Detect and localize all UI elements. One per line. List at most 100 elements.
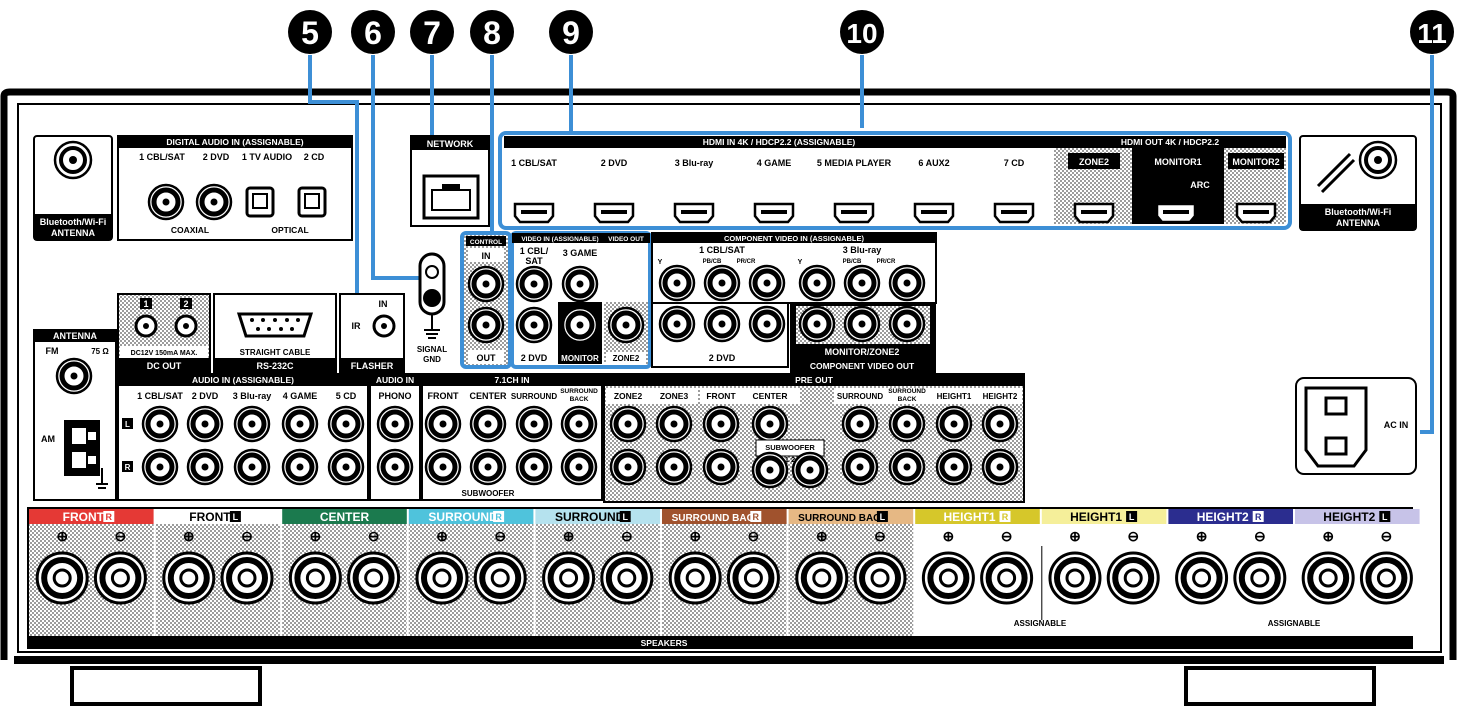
dc-out-jack-1[interactable] bbox=[134, 314, 158, 338]
hdmi-in-port-2[interactable] bbox=[593, 202, 635, 224]
ch71-subwoofer[interactable] bbox=[471, 450, 505, 484]
ch71-sb-l[interactable] bbox=[562, 407, 596, 441]
speaker-terminal-minus[interactable] bbox=[222, 553, 272, 603]
hdmi-out-zone2-port[interactable] bbox=[1073, 202, 1115, 224]
pre-out-front-r[interactable] bbox=[704, 450, 738, 484]
component-in-2-y[interactable] bbox=[660, 307, 694, 341]
speaker-terminal-minus[interactable] bbox=[475, 553, 525, 603]
bt-antenna-left[interactable]: Bluetooth/Wi-Fi ANTENNA bbox=[33, 135, 113, 241]
network-port[interactable]: NETWORK bbox=[410, 135, 490, 227]
pre-out-zone2-r[interactable] bbox=[611, 450, 645, 484]
pre-out-subwoofer-1[interactable] bbox=[753, 453, 787, 487]
speaker-terminal-plus[interactable] bbox=[670, 553, 720, 603]
audio-in-2-l-jack[interactable] bbox=[188, 407, 222, 441]
pre-out-surround-r[interactable] bbox=[843, 450, 877, 484]
pre-out-sb-r[interactable] bbox=[890, 450, 924, 484]
speaker-terminal-minus[interactable] bbox=[1108, 553, 1158, 603]
component-in-2-pb[interactable] bbox=[705, 307, 739, 341]
hdmi-in-port-3[interactable] bbox=[673, 202, 715, 224]
signal-gnd[interactable]: SIGNAL GND bbox=[417, 252, 447, 364]
audio-in-1-r-jack[interactable] bbox=[143, 450, 177, 484]
ch71-center[interactable] bbox=[471, 407, 505, 441]
speaker-terminal-minus[interactable] bbox=[728, 553, 778, 603]
speaker-terminal-plus[interactable] bbox=[417, 553, 467, 603]
rs232c-port[interactable] bbox=[236, 312, 314, 338]
coaxial-jack-2[interactable] bbox=[197, 185, 231, 219]
component-in-1-pr[interactable] bbox=[750, 266, 784, 300]
hdmi-in-port-1[interactable] bbox=[513, 202, 555, 224]
hdmi-in-port-5[interactable] bbox=[833, 202, 875, 224]
video-in-jack-2[interactable] bbox=[517, 308, 551, 342]
flasher-jack[interactable] bbox=[372, 314, 396, 338]
audio-in-3-r-jack[interactable] bbox=[235, 450, 269, 484]
ch71-front-l[interactable] bbox=[426, 407, 460, 441]
optical-jack-2[interactable] bbox=[297, 186, 327, 218]
ac-in[interactable]: AC IN bbox=[1295, 377, 1417, 475]
speaker-terminal-minus[interactable] bbox=[982, 553, 1032, 603]
coaxial-jack-1[interactable] bbox=[149, 185, 183, 219]
ch71-surround-r[interactable] bbox=[517, 450, 551, 484]
speaker-terminal-plus[interactable] bbox=[544, 553, 594, 603]
hdmi-in-port-6[interactable] bbox=[913, 202, 955, 224]
ch71-surround-l[interactable] bbox=[517, 407, 551, 441]
phono-r-jack[interactable] bbox=[378, 450, 412, 484]
pre-out-surround-l[interactable] bbox=[843, 407, 877, 441]
component-in-3-pb[interactable] bbox=[845, 266, 879, 300]
audio-in-5-l-jack[interactable] bbox=[329, 407, 363, 441]
phono-l-jack[interactable] bbox=[378, 407, 412, 441]
speaker-terminal-plus[interactable] bbox=[164, 553, 214, 603]
hdmi-out-monitor2-port[interactable] bbox=[1235, 202, 1277, 224]
audio-in-4-r-jack[interactable] bbox=[283, 450, 317, 484]
audio-in-2-r-jack[interactable] bbox=[188, 450, 222, 484]
dc-out-jack-2[interactable] bbox=[174, 314, 198, 338]
remote-in-jack[interactable] bbox=[469, 267, 503, 301]
hdmi-out-monitor1-port[interactable] bbox=[1155, 202, 1197, 224]
pre-out-subwoofer-2[interactable] bbox=[793, 453, 827, 487]
speaker-terminal-plus[interactable] bbox=[290, 553, 340, 603]
component-out-pb[interactable] bbox=[845, 307, 879, 341]
hdmi-in-port-4[interactable] bbox=[753, 202, 795, 224]
bt-antenna-right[interactable]: Bluetooth/Wi-Fi ANTENNA bbox=[1299, 135, 1417, 231]
speaker-terminal-minus[interactable] bbox=[349, 553, 399, 603]
pre-out-sb-l[interactable] bbox=[890, 407, 924, 441]
ch71-front-r[interactable] bbox=[426, 450, 460, 484]
pre-out-front-l[interactable] bbox=[704, 407, 738, 441]
audio-in-3-l-jack[interactable] bbox=[235, 407, 269, 441]
component-in-1-y[interactable] bbox=[660, 266, 694, 300]
video-in-jack-3[interactable] bbox=[563, 267, 597, 301]
speaker-terminal-minus[interactable] bbox=[1235, 553, 1285, 603]
pre-out-height1-r[interactable] bbox=[937, 450, 971, 484]
video-out-zone2-jack[interactable] bbox=[609, 308, 643, 342]
pre-out-zone3-l[interactable] bbox=[657, 407, 691, 441]
pre-out-center[interactable] bbox=[753, 407, 787, 441]
component-out-y[interactable] bbox=[800, 307, 834, 341]
audio-in-4-l-jack[interactable] bbox=[283, 407, 317, 441]
pre-out-height2-r[interactable] bbox=[983, 450, 1017, 484]
audio-in-5-r-jack[interactable] bbox=[329, 450, 363, 484]
speaker-terminal-plus[interactable] bbox=[1050, 553, 1100, 603]
speaker-terminal-minus[interactable] bbox=[95, 553, 145, 603]
pre-out-zone3-r[interactable] bbox=[657, 450, 691, 484]
speaker-terminal-minus[interactable] bbox=[1361, 553, 1411, 603]
speaker-terminal-minus[interactable] bbox=[855, 553, 905, 603]
video-in-jack-1[interactable] bbox=[517, 267, 551, 301]
speaker-terminal-plus[interactable] bbox=[1303, 553, 1353, 603]
optical-jack-1[interactable] bbox=[245, 186, 275, 218]
ch71-sb-r[interactable] bbox=[562, 450, 596, 484]
hdmi-in-port-7[interactable] bbox=[993, 202, 1035, 224]
remote-out-jack[interactable] bbox=[469, 308, 503, 342]
speaker-terminal-plus[interactable] bbox=[37, 553, 87, 603]
pre-out-height2-l[interactable] bbox=[983, 407, 1017, 441]
component-in-1-pb[interactable] bbox=[705, 266, 739, 300]
video-out-monitor-jack[interactable] bbox=[563, 308, 597, 342]
audio-in-1-l-jack[interactable] bbox=[143, 407, 177, 441]
speaker-terminal-plus[interactable] bbox=[1177, 553, 1227, 603]
component-out-pr[interactable] bbox=[890, 307, 924, 341]
fm-antenna-jack[interactable] bbox=[57, 359, 91, 393]
pre-out-zone2-l[interactable] bbox=[611, 407, 645, 441]
component-in-3-y[interactable] bbox=[800, 266, 834, 300]
speaker-terminal-minus[interactable] bbox=[602, 553, 652, 603]
speaker-terminal-plus[interactable] bbox=[923, 553, 973, 603]
am-antenna-terminal[interactable] bbox=[64, 420, 108, 489]
component-in-2-pr[interactable] bbox=[750, 307, 784, 341]
